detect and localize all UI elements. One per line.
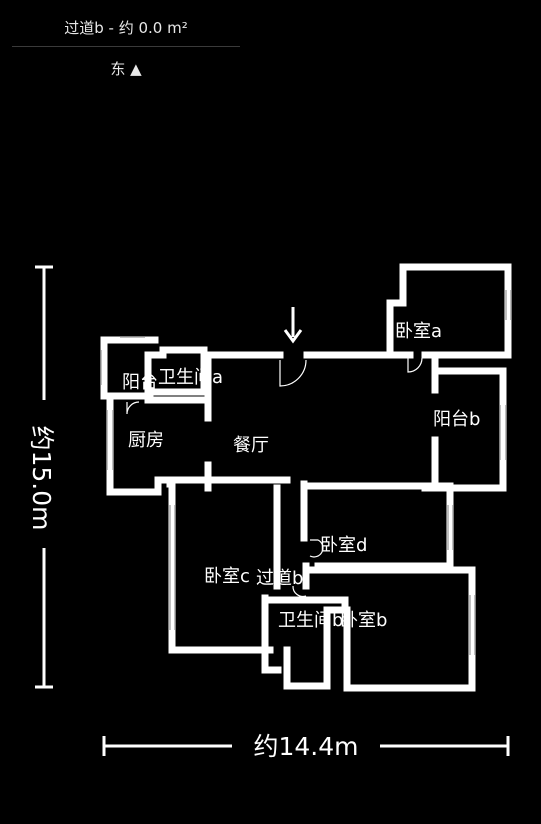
room-label-bathroom-b: 卫生间b [278,610,343,631]
header-divider [12,46,240,47]
width-dimension: 约14.4m [102,732,510,761]
room-label-balcony-b: 阳台b [433,409,480,430]
room-label-bedroom-a: 卧室a [395,321,442,342]
width-dimension-label: 约14.4m [253,732,358,761]
room-label-dining: 餐厅 [233,435,269,456]
height-dimension: 约15.0m [27,265,56,689]
walls [100,263,512,692]
room-label-bedroom-d: 卧室d [320,535,367,556]
windows [100,290,512,655]
room-label-kitchen: 厨房 [128,430,164,451]
room-label-bathroom-a: 卫生间a [158,367,223,388]
plan-title: 过道b - 约 0.0 m² [64,19,188,37]
orientation-indicator: 东 ▲ [110,60,142,78]
room-label-bedroom-b: 卧室b [340,610,387,631]
room-label-balcony-a: 阳台 [122,372,158,393]
room-label-bedroom-c: 卧室c [204,566,250,587]
entrance-arrow-icon [283,307,303,344]
doors [126,357,423,598]
height-dimension-label: 约15.0m [27,425,56,530]
room-label-corridor-b: 过道b [256,568,303,589]
